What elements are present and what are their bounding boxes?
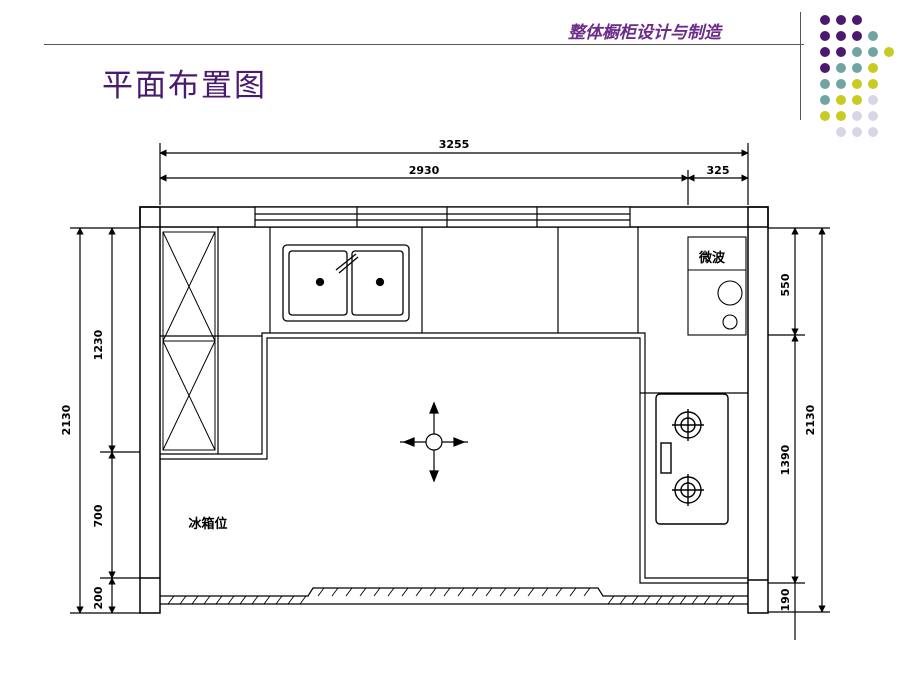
appliance-unit — [687, 236, 747, 336]
appliance-label: 微波 — [698, 250, 726, 266]
window — [254, 206, 631, 228]
gas-cooktop — [655, 393, 729, 525]
header-subtitle: 整体橱柜设计与制造 — [568, 23, 721, 43]
dim-right-low: 190 — [779, 588, 792, 611]
dim-small-width: 325 — [707, 164, 730, 177]
fridge-position-label: 冰箱位 — [188, 516, 227, 532]
bottom-wall — [160, 587, 748, 605]
dim-left-low: 200 — [92, 586, 105, 609]
decorative-dot-grid — [820, 15, 894, 137]
dim-right-mid: 1390 — [779, 444, 792, 475]
walls — [139, 206, 769, 614]
dot-cluster — [820, 15, 894, 137]
dim-total-width: 3255 — [439, 138, 470, 151]
dim-right-upper: 550 — [779, 273, 792, 296]
double-sink — [282, 244, 410, 322]
dim-left-total: 2130 — [60, 404, 73, 435]
tall-cabinet — [162, 231, 216, 451]
compass-icon — [400, 401, 468, 483]
dim-left-upper: 1230 — [92, 329, 105, 360]
header-divider — [44, 44, 804, 45]
header-vertical-divider — [800, 12, 801, 120]
dim-main-width: 2930 — [409, 164, 440, 177]
dim-right-total: 2130 — [804, 404, 817, 435]
right-dimensions — [768, 227, 830, 640]
slide-title: 平面布置图 — [102, 68, 267, 104]
kitchen-floor-plan: 3255 2930 325 2130 1230 700 200 — [60, 138, 830, 640]
dim-left-mid: 700 — [92, 504, 105, 527]
counter-outline — [160, 227, 748, 584]
left-dimensions — [70, 227, 140, 614]
top-dimensions — [159, 143, 749, 205]
